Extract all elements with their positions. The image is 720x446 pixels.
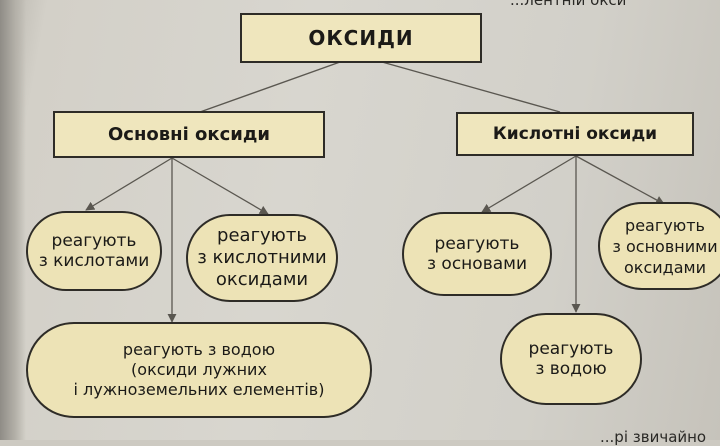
basic-property-acids-label: реагують з кислотами [38,231,150,271]
page-binding-shadow [0,0,26,440]
acidic-oxides-label: Кислотні оксиди [492,124,658,144]
root-oxides-label: ОКСИДИ [308,26,414,50]
link-root-basic [199,61,341,113]
basic-property-acid-oxides-label: реагують з кислотними оксидами [197,225,327,290]
basic-property-water-label: реагують з водою (оксиди лужних і лужноз… [73,340,325,399]
acidic-property-bases: реагують з основами [402,212,552,296]
acidic-property-basic-oxides-label: реагують з основними оксидами [612,215,718,277]
page-fragment-bottom: ...рі звичайно [600,428,707,446]
acidic-property-bases-label: реагують з основами [426,234,528,274]
root-oxides-box: ОКСИДИ [240,13,482,63]
arrow-basic-acids [85,157,173,211]
acidic-property-water-label: реагують з водою [528,339,614,379]
arrow-acidic-bases [481,155,577,213]
arrow-basic-acid-oxides [171,157,269,215]
basic-oxides-label: Основні оксиди [107,124,271,145]
basic-oxides-box: Основні оксиди [53,111,325,158]
acidic-property-basic-oxides: реагують з основними оксидами [598,202,720,290]
basic-property-acids: реагують з кислотами [26,211,162,291]
page-fragment-top: ...лентній окси [510,0,627,9]
basic-property-acid-oxides: реагують з кислотними оксидами [186,214,338,302]
link-root-acidic [381,61,561,113]
acidic-property-water: реагують з водою [500,313,642,405]
acidic-oxides-box: Кислотні оксиди [456,112,694,156]
basic-property-water: реагують з водою (оксиди лужних і лужноз… [26,322,372,418]
arrow-acidic-basic-oxides [575,155,665,205]
